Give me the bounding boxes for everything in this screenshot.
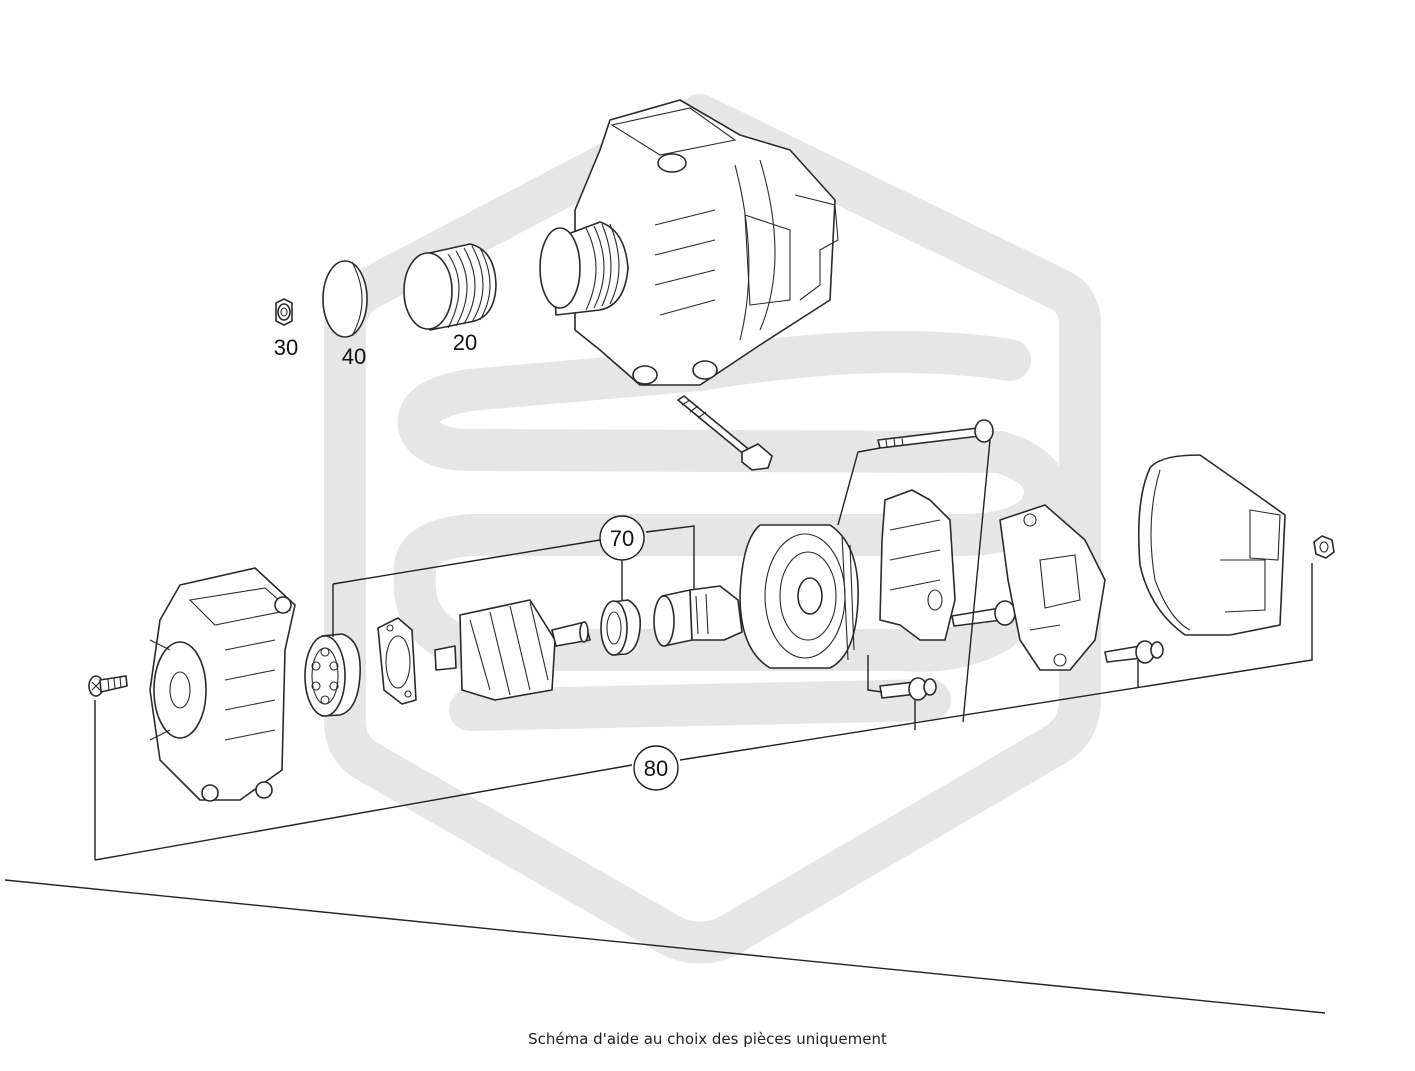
rectifier [999, 504, 1106, 671]
callout-80: 80 [633, 745, 679, 791]
screw-rectifier [1104, 640, 1164, 664]
reference-line [4, 879, 1326, 1014]
screw-lower-mid [879, 677, 937, 701]
bearing-rear [600, 599, 642, 656]
rotor [434, 599, 591, 701]
part-20-pulley [403, 243, 497, 331]
screw-regulator [951, 600, 1016, 627]
drive-end-housing [149, 567, 296, 802]
callout-20-label: 20 [453, 330, 477, 355]
callout-30-label: 30 [274, 335, 298, 360]
nut-right [1313, 535, 1335, 559]
part-30-nut [275, 298, 293, 326]
voltage-regulator [879, 489, 956, 641]
stator [739, 524, 859, 669]
rear-cover [1137, 454, 1286, 636]
part-40-cap [322, 260, 368, 338]
leader-lines [94, 439, 1313, 861]
alternator-assembly [539, 99, 839, 386]
callout-70: 70 [599, 515, 645, 561]
callout-70-label: 70 [610, 526, 634, 551]
through-bolt-rear [877, 419, 994, 449]
slip-ring [653, 585, 743, 647]
bearing-front [304, 633, 361, 717]
screw-left [88, 675, 128, 697]
retainer-plate [377, 617, 417, 705]
callout-80-label: 80 [644, 756, 668, 781]
callout-40-label: 40 [342, 344, 366, 369]
through-bolt [677, 395, 773, 471]
diagram-caption: Schéma d'aide au choix des pièces unique… [528, 1030, 887, 1048]
